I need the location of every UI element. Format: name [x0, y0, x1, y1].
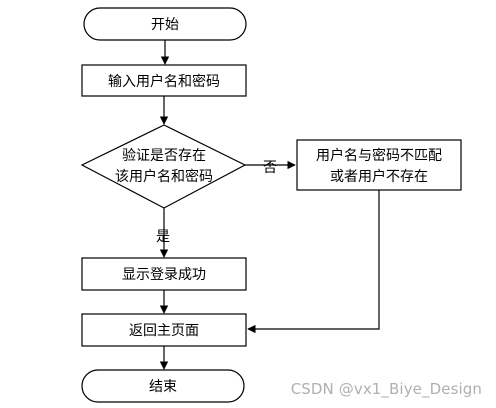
return-home-box [81, 313, 247, 347]
verify-label-line1: 验证是否存在 [122, 148, 206, 164]
no-label: 否 [263, 160, 277, 176]
mismatch-label-line1: 用户名与密码不匹配 [316, 147, 442, 164]
end-terminal [81, 369, 245, 403]
edge-mismatch-to-return [247, 190, 380, 334]
success-label: 显示登录成功 [122, 267, 206, 283]
csdn-watermark: CSDN @vx1_Biye_Design [290, 380, 482, 398]
input-label: 输入用户名和密码 [108, 73, 220, 90]
end-label: 结束 [149, 379, 177, 395]
mismatch-box [296, 139, 462, 191]
mismatch-label-line2: 或者用户不存在 [330, 168, 428, 185]
verify-label-line2: 该用户名和密码 [115, 168, 213, 185]
input-box [81, 64, 247, 97]
yes-label: 是 [156, 229, 170, 245]
return-home-label: 返回主页面 [129, 323, 199, 339]
success-box [81, 257, 247, 291]
start-label: 开始 [151, 17, 179, 33]
verify-decision [80, 124, 247, 209]
